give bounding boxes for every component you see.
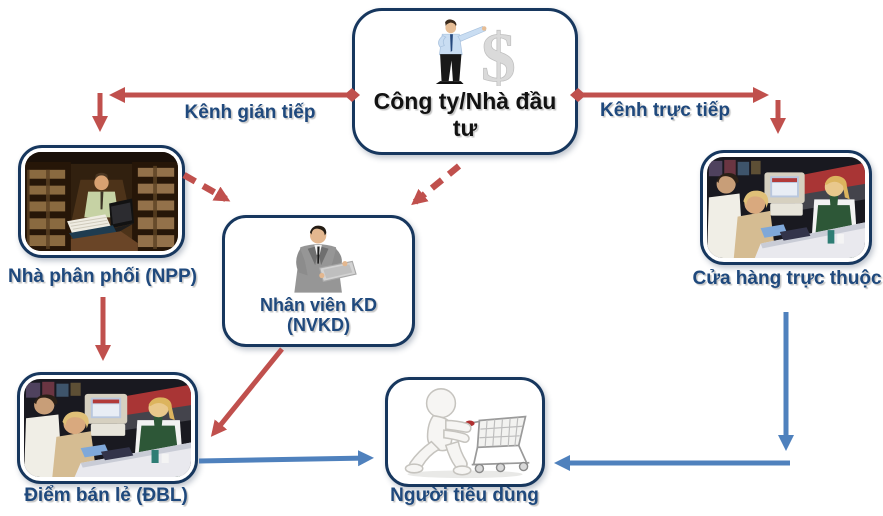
arrow-retail-to-consumer xyxy=(198,450,374,467)
svg-text:$: $ xyxy=(481,20,516,86)
node-retail-point xyxy=(17,372,198,484)
retail-point-label: Điểm bán lẻ (ĐBL) xyxy=(24,485,188,506)
warehouse-photo xyxy=(25,152,178,251)
node-distributor xyxy=(18,145,185,258)
businessman-dollar-icon: $ xyxy=(359,15,571,86)
node-consumer xyxy=(385,377,545,487)
sales-staff-label: Nhân viên KD (NVKD) xyxy=(259,294,378,336)
store-checkout-photo xyxy=(707,157,865,258)
node-company: $ Công ty/Nhà đầu tư xyxy=(352,8,578,155)
indirect-channel-label: Kênh gián tiếp xyxy=(184,102,316,123)
dashed-arrow-distributor-to-sales xyxy=(182,172,231,202)
dashed-arrow-company-to-sales xyxy=(411,163,462,206)
node-direct-store xyxy=(700,150,872,265)
shopping-cart-figure-icon xyxy=(392,384,538,480)
consumer-label: Người tiêu dùng xyxy=(390,485,539,506)
direct-channel-label: Kênh trực tiếp xyxy=(600,100,730,121)
salesman-tablet-photo xyxy=(229,222,408,293)
node-sales-staff: Nhân viên KD (NVKD) xyxy=(222,215,415,347)
company-label: Công ty/Nhà đầu tư xyxy=(373,88,557,141)
arrow-sales-to-retail xyxy=(210,347,284,437)
distributor-label: Nhà phân phối (NPP) xyxy=(8,266,197,287)
direct-store-label: Cửa hàng trực thuộc xyxy=(692,268,882,289)
store-checkout-photo xyxy=(24,379,191,477)
